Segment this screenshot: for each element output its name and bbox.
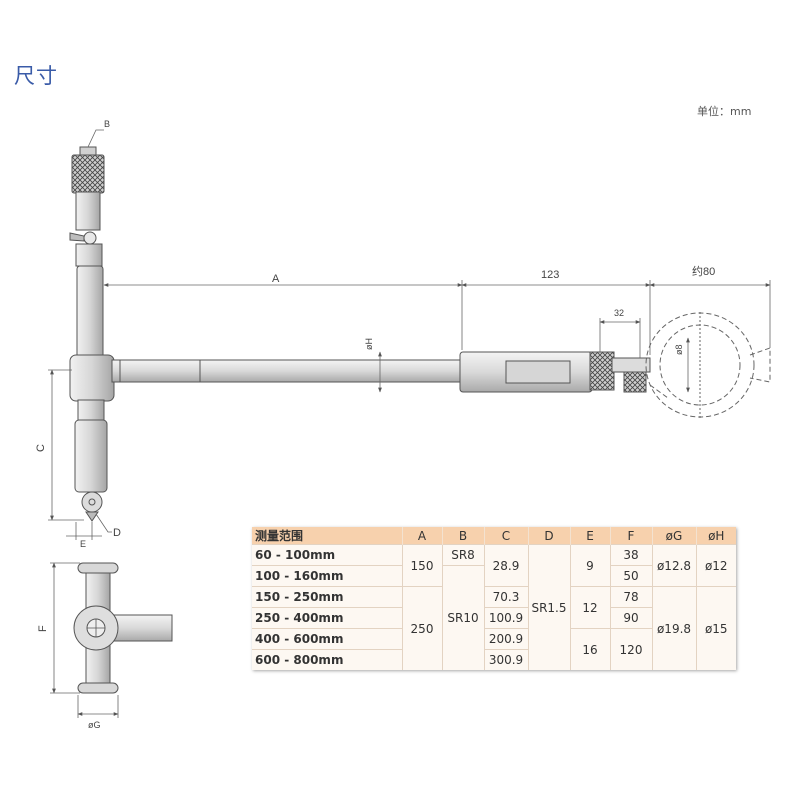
cell-g: ø19.8 <box>651 586 696 670</box>
cell-h: ø12 <box>695 544 736 587</box>
dim-label-32: 32 <box>614 308 624 318</box>
cell-c: 28.9 <box>483 544 528 587</box>
cell-c: 100.9 <box>483 607 528 629</box>
end-view <box>73 562 173 694</box>
range-cell: 100 - 160mm <box>252 565 402 587</box>
cell-a: 250 <box>401 586 442 670</box>
page-title: 尺寸 <box>14 64 58 88</box>
clamp-screw <box>83 231 97 245</box>
dim-label-d: D <box>113 527 121 539</box>
lower-handle <box>74 419 108 493</box>
cell-a: 150 <box>401 544 442 587</box>
lower-anvil <box>77 682 119 694</box>
dim-label-a: A <box>272 273 280 285</box>
cell-b: SR8 <box>441 544 484 566</box>
header-g: øG <box>651 527 696 545</box>
dim-label-h: øH <box>364 338 374 350</box>
lower-collar <box>77 399 105 423</box>
tee-junction <box>69 354 115 402</box>
dim-label-c: C <box>35 444 47 452</box>
upper-sleeve <box>75 191 101 231</box>
range-cell: 250 - 400mm <box>252 607 402 629</box>
knurled-nut <box>589 351 615 391</box>
header-c: C <box>483 527 528 545</box>
header-f: F <box>609 527 652 545</box>
cell-c: 200.9 <box>483 628 528 650</box>
cell-f: 78 <box>609 586 652 608</box>
cell-e: 12 <box>569 586 610 629</box>
contact-ball-d <box>81 491 103 513</box>
knurled-knob <box>623 371 647 393</box>
cell-c: 300.9 <box>483 649 528 670</box>
table-row: 600 - 800mm 300.9 <box>252 649 736 670</box>
dim-label-phi8: ø8 <box>674 344 684 355</box>
clamp-lever <box>69 232 85 242</box>
header-h: øH <box>695 527 736 545</box>
upper-shaft <box>76 265 104 359</box>
header-range: 测量范围 <box>252 527 402 545</box>
header-b: B <box>441 527 484 545</box>
grip-window <box>505 360 571 384</box>
gauge-head <box>69 146 115 522</box>
table-row: 250 - 400mm 100.9 90 <box>252 607 736 629</box>
table-row: 400 - 600mm 200.9 16 120 <box>252 628 736 670</box>
cell-f: 90 <box>609 607 652 629</box>
cell-f: 50 <box>609 565 652 587</box>
spec-table-header: 测量范围 A B C D E F øG øH <box>252 527 736 545</box>
dim-label-123: 123 <box>541 269 559 281</box>
range-cell: 600 - 800mm <box>252 649 402 670</box>
cell-f: 120 <box>609 628 652 670</box>
dim-label-g: øG <box>88 720 101 730</box>
header-d: D <box>527 527 570 545</box>
spec-table: 测量范围 A B C D E F øG øH 60 - 100mm 150 SR… <box>252 527 736 670</box>
knurled-cap <box>71 154 105 194</box>
cell-g: ø12.8 <box>651 544 696 587</box>
cell-d: SR1.5 <box>527 544 570 670</box>
cell-f: 38 <box>609 544 652 566</box>
cell-h: ø15 <box>695 586 736 670</box>
dim-label-b: B <box>104 119 110 129</box>
dim-label-f: F <box>37 625 49 632</box>
dim-label-e: E <box>80 539 86 549</box>
range-cell: 150 - 250mm <box>252 586 402 608</box>
extension-rod <box>111 351 651 393</box>
upper-anvil <box>77 562 119 574</box>
dial-indicator <box>645 312 771 418</box>
table-row: 60 - 100mm 150 SR8 28.9 SR1.5 9 38 ø12.8… <box>252 544 736 670</box>
range-cell: 60 - 100mm <box>252 544 402 566</box>
table-row: 150 - 250mm 250 70.3 12 78 ø19.8 ø15 <box>252 586 736 670</box>
table-row: 100 - 160mm SR10 50 <box>252 565 736 670</box>
upper-collar <box>75 243 103 267</box>
cell-c: 70.3 <box>483 586 528 608</box>
cell-b: SR10 <box>441 565 484 670</box>
header-e: E <box>569 527 610 545</box>
cell-e: 9 <box>569 544 610 587</box>
cell-e: 16 <box>569 628 610 670</box>
header-a: A <box>401 527 442 545</box>
unit-label: 单位：mm <box>697 105 752 118</box>
range-cell: 400 - 600mm <box>252 628 402 650</box>
dim-label-approx80: 约80 <box>692 265 715 278</box>
contact-tip <box>85 511 99 522</box>
